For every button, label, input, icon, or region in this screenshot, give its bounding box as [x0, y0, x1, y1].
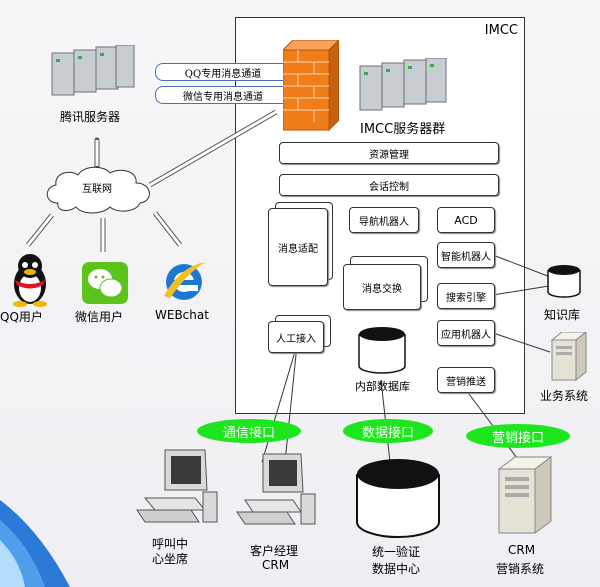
firewall-icon	[283, 40, 339, 132]
unified-auth-label: 统一验证	[372, 545, 421, 559]
comm-interface-oval: 通信接口	[197, 419, 301, 443]
msg-exchange-box: 消息交换	[343, 264, 421, 310]
search-engine-box: 搜索引擎	[437, 283, 495, 309]
knowledge-base-icon	[547, 265, 581, 298]
internal-db-icon	[358, 327, 406, 374]
tencent-server-icon	[51, 45, 135, 96]
webchat-ie-icon	[164, 262, 206, 300]
account-manager-computer-icon	[236, 453, 316, 525]
wechat-icon	[82, 262, 128, 304]
decorative-swoosh	[0, 500, 70, 587]
qq-channel: QQ专用消息通道	[155, 63, 291, 81]
tencent-servers-label: 腾讯服务器	[60, 110, 121, 124]
marketing-system-label: 营销系统	[496, 562, 545, 576]
account-manager-label-1: 客户经理	[250, 544, 299, 558]
knowledge-base-label: 知识库	[544, 308, 581, 322]
account-manager-label-2: CRM	[262, 558, 290, 572]
call-center-label: 呼叫中心坐席	[152, 537, 189, 566]
internet-label: 互联网	[82, 184, 112, 195]
business-system-label: 业务系统	[540, 389, 589, 403]
session-control-box: 会话控制	[279, 174, 499, 196]
marketing-interface-oval: 营销接口	[466, 424, 570, 448]
qq-user-label: QQ用户	[0, 310, 43, 324]
crm-server-icon	[497, 456, 553, 534]
imcc-label: IMCC	[484, 23, 518, 38]
wechat-user-label: 微信用户	[75, 310, 124, 324]
manual-access-box: 人工接入	[268, 321, 324, 353]
wechat-channel: 微信专用消息通道	[155, 86, 291, 104]
data-center-label: 数据中心	[372, 562, 421, 576]
acd-box: ACD	[437, 207, 495, 233]
internal-db-label: 内部数据库	[355, 380, 410, 393]
imcc-cluster-label: IMCC服务器群	[360, 122, 446, 137]
qq-penguin-icon	[13, 254, 47, 307]
imcc-server-cluster-icon	[359, 58, 447, 111]
call-center-computer-icon	[136, 449, 218, 523]
resource-management-box: 资源管理	[279, 142, 499, 164]
internet-cloud-icon	[46, 166, 150, 214]
app-robot-box: 应用机器人	[437, 320, 495, 346]
webchat-label: WEBchat	[155, 308, 209, 322]
business-system-icon	[550, 332, 587, 382]
nav-robot-box: 导航机器人	[349, 207, 419, 233]
smart-robot-box: 智能机器人	[437, 242, 495, 268]
unified-data-center-icon	[356, 459, 440, 538]
crm-label: CRM	[508, 543, 536, 557]
msg-adapter-box: 消息适配	[268, 208, 328, 286]
data-interface-oval: 数据接口	[343, 419, 433, 443]
marketing-push-box: 营销推送	[437, 367, 495, 393]
